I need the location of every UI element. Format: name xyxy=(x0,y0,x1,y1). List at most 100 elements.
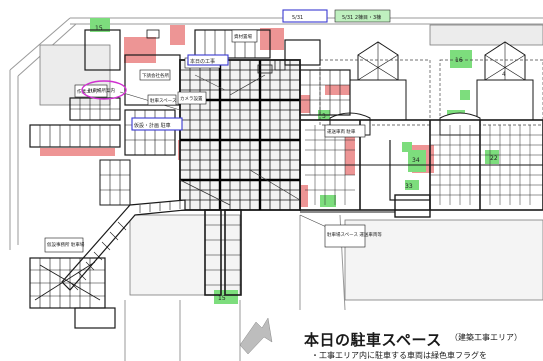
block-left-mid-grid xyxy=(70,98,120,120)
block-mid-right xyxy=(299,69,351,116)
lbl-box-a xyxy=(139,69,171,81)
magenta-ellipse-text: 駐車場所案内 xyxy=(88,87,115,94)
area-label-3: 3 xyxy=(322,113,326,120)
lower-left-grid xyxy=(30,258,105,308)
parking-e xyxy=(402,142,412,152)
area-label-33: 33 xyxy=(405,183,413,190)
legend-subtitle: （建築工事エリア） xyxy=(450,333,522,342)
tower-right-boundary xyxy=(439,59,543,126)
lbl-box-g xyxy=(324,224,366,248)
lbl-box-h xyxy=(44,237,84,253)
label-box-b-text: カメラ設置 xyxy=(180,95,203,102)
right-wing-step xyxy=(389,140,430,201)
red-zone-7 xyxy=(345,135,355,175)
tower-right xyxy=(476,41,534,121)
blue-box-low xyxy=(131,117,183,131)
misc-small-boxes xyxy=(146,29,286,74)
area-label-16: 16 xyxy=(455,57,463,64)
lot-upper-right-band xyxy=(429,24,543,46)
tower-left xyxy=(349,41,407,121)
lower-left-complex xyxy=(29,257,116,329)
misc-box-3 xyxy=(274,59,286,71)
tower-left-body xyxy=(349,79,407,121)
blue-box-top xyxy=(282,9,328,23)
red-zone-1 xyxy=(124,37,156,63)
block-left-lower-grid xyxy=(39,125,111,147)
road-left-vertical xyxy=(9,70,19,250)
block-col-a-grid xyxy=(125,110,175,155)
label-box-e-text: 資材置場 xyxy=(234,33,252,40)
green-top-label-text: 5/31 2棟目・3棟 xyxy=(342,14,381,21)
magenta-ellipse xyxy=(81,80,127,100)
blue-box-top-text: 5/31 xyxy=(292,15,303,21)
parking-b xyxy=(450,50,472,68)
blue-box-mid-text: 本日の工事 xyxy=(190,58,215,65)
central-thick-walls xyxy=(180,60,300,210)
misc-box-2 xyxy=(257,64,273,74)
parking-j xyxy=(320,195,336,207)
lower-left-diag xyxy=(34,261,101,301)
rmb-block xyxy=(394,194,431,218)
lbl-box-b xyxy=(177,91,207,105)
leader-2 xyxy=(194,74,226,91)
lbl-box-c xyxy=(147,94,177,106)
tower-right-body xyxy=(476,79,534,121)
area-label-4: 4 xyxy=(502,71,506,78)
red-zone-4 xyxy=(40,148,115,156)
parking-a xyxy=(90,18,110,32)
parking-i xyxy=(485,150,499,164)
lbl-box-e xyxy=(231,29,258,43)
center-bottom-tower xyxy=(204,209,242,296)
right-wing-grid xyxy=(305,125,543,205)
red-zone-2 xyxy=(170,25,185,45)
right-wing-grid-lines xyxy=(305,125,543,205)
cb-tower-grid xyxy=(205,224,241,286)
left-column-body xyxy=(99,159,131,206)
label-box-c-text: 駐車スペース xyxy=(150,97,177,104)
north-arrow-icon xyxy=(239,317,273,355)
road-bottom-lines xyxy=(124,300,241,361)
parking-h xyxy=(405,180,419,190)
central-diagonals xyxy=(179,74,301,206)
cb-tower-right xyxy=(224,209,242,296)
blue-box-mid xyxy=(187,54,229,66)
label-box-f-text: 運送車両 駐車 xyxy=(327,128,356,135)
cb-tower-left xyxy=(204,209,222,296)
lbl-box-f xyxy=(324,124,366,138)
block-left-lower xyxy=(29,124,121,148)
legend-note: ・工事エリア内に駐車する車両は緑色車フラグを xyxy=(311,351,487,360)
label-box-g-text: 駐車場スペース 運送車両等 xyxy=(327,231,382,238)
legend-title: 本日の駐車スペース xyxy=(304,331,442,349)
block-top-right xyxy=(284,39,321,66)
left-column-grid xyxy=(100,160,130,205)
block-col-a xyxy=(124,109,176,156)
central-complex xyxy=(179,59,301,211)
area-number-labels: 15 16 34 22 33 3 4 15 xyxy=(95,25,506,302)
block-top-row-grid xyxy=(204,30,256,58)
lot-right-bottom xyxy=(344,219,543,301)
label-box-i-text: 作業エリア xyxy=(77,88,100,95)
right-mid-bottom xyxy=(300,194,431,218)
upper-left-buildings xyxy=(29,29,351,156)
area-label-22: 22 xyxy=(490,155,498,162)
label-box-h-text: 仮設事務所 駐車場 xyxy=(47,241,85,248)
block-mid-right-grid xyxy=(300,70,350,115)
blue-box-low-text: 仮設・計画 駐車 xyxy=(134,122,171,129)
area-label-15b: 15 xyxy=(218,295,226,302)
area-label-15: 15 xyxy=(95,25,103,32)
lower-left-tail xyxy=(74,307,116,329)
misc-box-1 xyxy=(146,29,160,39)
red-zone-3 xyxy=(260,28,284,50)
diagonal-walkway xyxy=(61,199,186,291)
blue-boxes xyxy=(131,9,328,131)
walkway-outer xyxy=(61,199,186,291)
green-top-label-bg xyxy=(334,9,391,23)
left-column xyxy=(99,159,131,206)
parking-g xyxy=(408,150,426,172)
parking-l xyxy=(460,90,470,100)
label-box-a-text: 下請会社各所 xyxy=(142,72,169,79)
parking-k xyxy=(214,290,238,304)
block-top-left xyxy=(84,29,121,71)
